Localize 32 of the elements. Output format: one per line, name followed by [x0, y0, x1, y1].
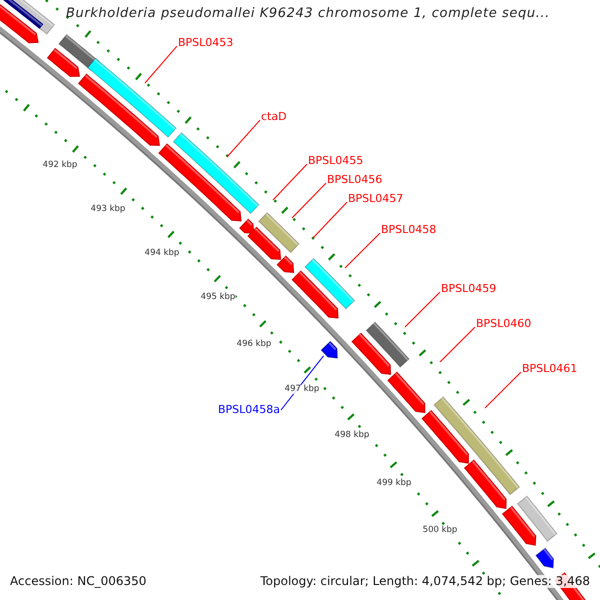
gene-label: BPSL0459	[441, 283, 496, 296]
leader-line	[440, 326, 476, 362]
title: Burkholderia pseudomallei K96243 chromosome 1, complete sequ...	[66, 7, 550, 22]
scale-label: 500 kbp	[422, 526, 458, 536]
scale-label: 494 kbp	[144, 249, 180, 258]
gene-label: BPSL0460	[476, 318, 532, 330]
gene-label: BPSL0457	[348, 193, 404, 206]
scale-label: 492 kbp	[42, 161, 78, 170]
leader-line	[226, 120, 260, 158]
gene-label: BPSL0453	[178, 37, 234, 50]
leader-line	[144, 46, 178, 84]
gene-label: BPSL0456	[327, 174, 382, 186]
leader-line	[272, 164, 308, 200]
scale-label: 496 kbp	[236, 340, 272, 350]
footer-text: Accession: NC_006350	[10, 575, 146, 588]
gene-label: ctaD	[261, 111, 287, 124]
scale-label: 499 kbp	[376, 479, 412, 488]
leader-line	[484, 372, 522, 408]
scale-label: 493 kbp	[90, 205, 126, 214]
gene-label: BPSL0458a	[218, 404, 280, 416]
footer-text: Topology: circular; Length: 4,074,542 bp; Genes: 3,468	[260, 575, 590, 588]
gene-label: BPSL0458	[381, 224, 436, 236]
leader-line	[292, 182, 326, 218]
leader-line	[312, 202, 348, 238]
scale-label: 497 kbp	[284, 385, 320, 394]
scale-label: 495 kbp	[200, 293, 236, 302]
gene-label: BPSL0455	[308, 155, 364, 168]
gene-arrow	[320, 341, 338, 358]
leader-line	[344, 232, 380, 268]
gene-label: BPSL0461	[522, 363, 578, 376]
leader-line	[404, 292, 440, 328]
scale-label: 498 kbp	[334, 431, 370, 440]
